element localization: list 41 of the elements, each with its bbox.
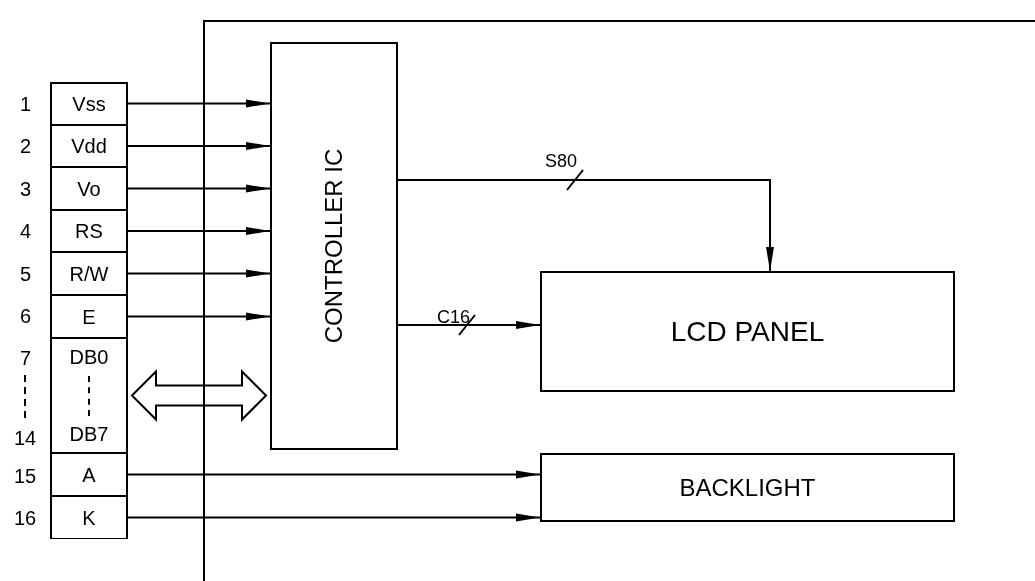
pin-cell: R/W xyxy=(50,252,128,295)
pin-cell: Vss xyxy=(50,82,128,125)
arrow xyxy=(127,142,271,150)
pin-name: DB7 xyxy=(69,424,109,444)
pin-number: 1 xyxy=(20,94,32,114)
pin-cell: E xyxy=(50,295,128,338)
pin-number: 7 xyxy=(20,348,32,368)
arrow xyxy=(127,227,271,235)
module-outline xyxy=(203,20,1035,581)
arrow xyxy=(127,184,271,193)
pin-name: DB0 xyxy=(69,347,109,367)
pin-cell: Vdd xyxy=(50,125,128,167)
pin-number: 14 xyxy=(14,428,37,448)
block-box xyxy=(540,271,955,392)
block-box xyxy=(540,453,955,522)
arrow xyxy=(127,312,271,321)
edge-label: C16 xyxy=(437,308,471,326)
pin-cell: A xyxy=(50,453,128,496)
controller-label: CONTROLLER IC xyxy=(322,148,346,344)
arrow xyxy=(397,321,541,329)
arrow xyxy=(127,269,271,278)
pin-number: 4 xyxy=(20,221,32,241)
pin-number: 5 xyxy=(20,264,32,284)
arrow xyxy=(127,99,271,108)
pin-cell: K xyxy=(50,496,128,539)
block-label: BACKLIGHT xyxy=(679,475,816,500)
pin-number: 6 xyxy=(20,306,32,326)
bus-arrow xyxy=(130,369,268,422)
arrow xyxy=(397,179,774,272)
pin-number: 16 xyxy=(14,508,37,528)
controller-box xyxy=(270,42,398,450)
edge-label: S80 xyxy=(545,152,578,170)
pin-number: 2 xyxy=(20,136,32,156)
pin-number: 15 xyxy=(14,466,37,486)
arrow xyxy=(127,470,541,479)
pin-cell: Vo xyxy=(50,167,128,210)
pin-cell xyxy=(50,338,128,453)
pin-cell: RS xyxy=(50,210,128,252)
block-label: LCD PANEL xyxy=(670,317,825,346)
arrow xyxy=(127,513,541,522)
pin-number: 3 xyxy=(20,179,32,199)
